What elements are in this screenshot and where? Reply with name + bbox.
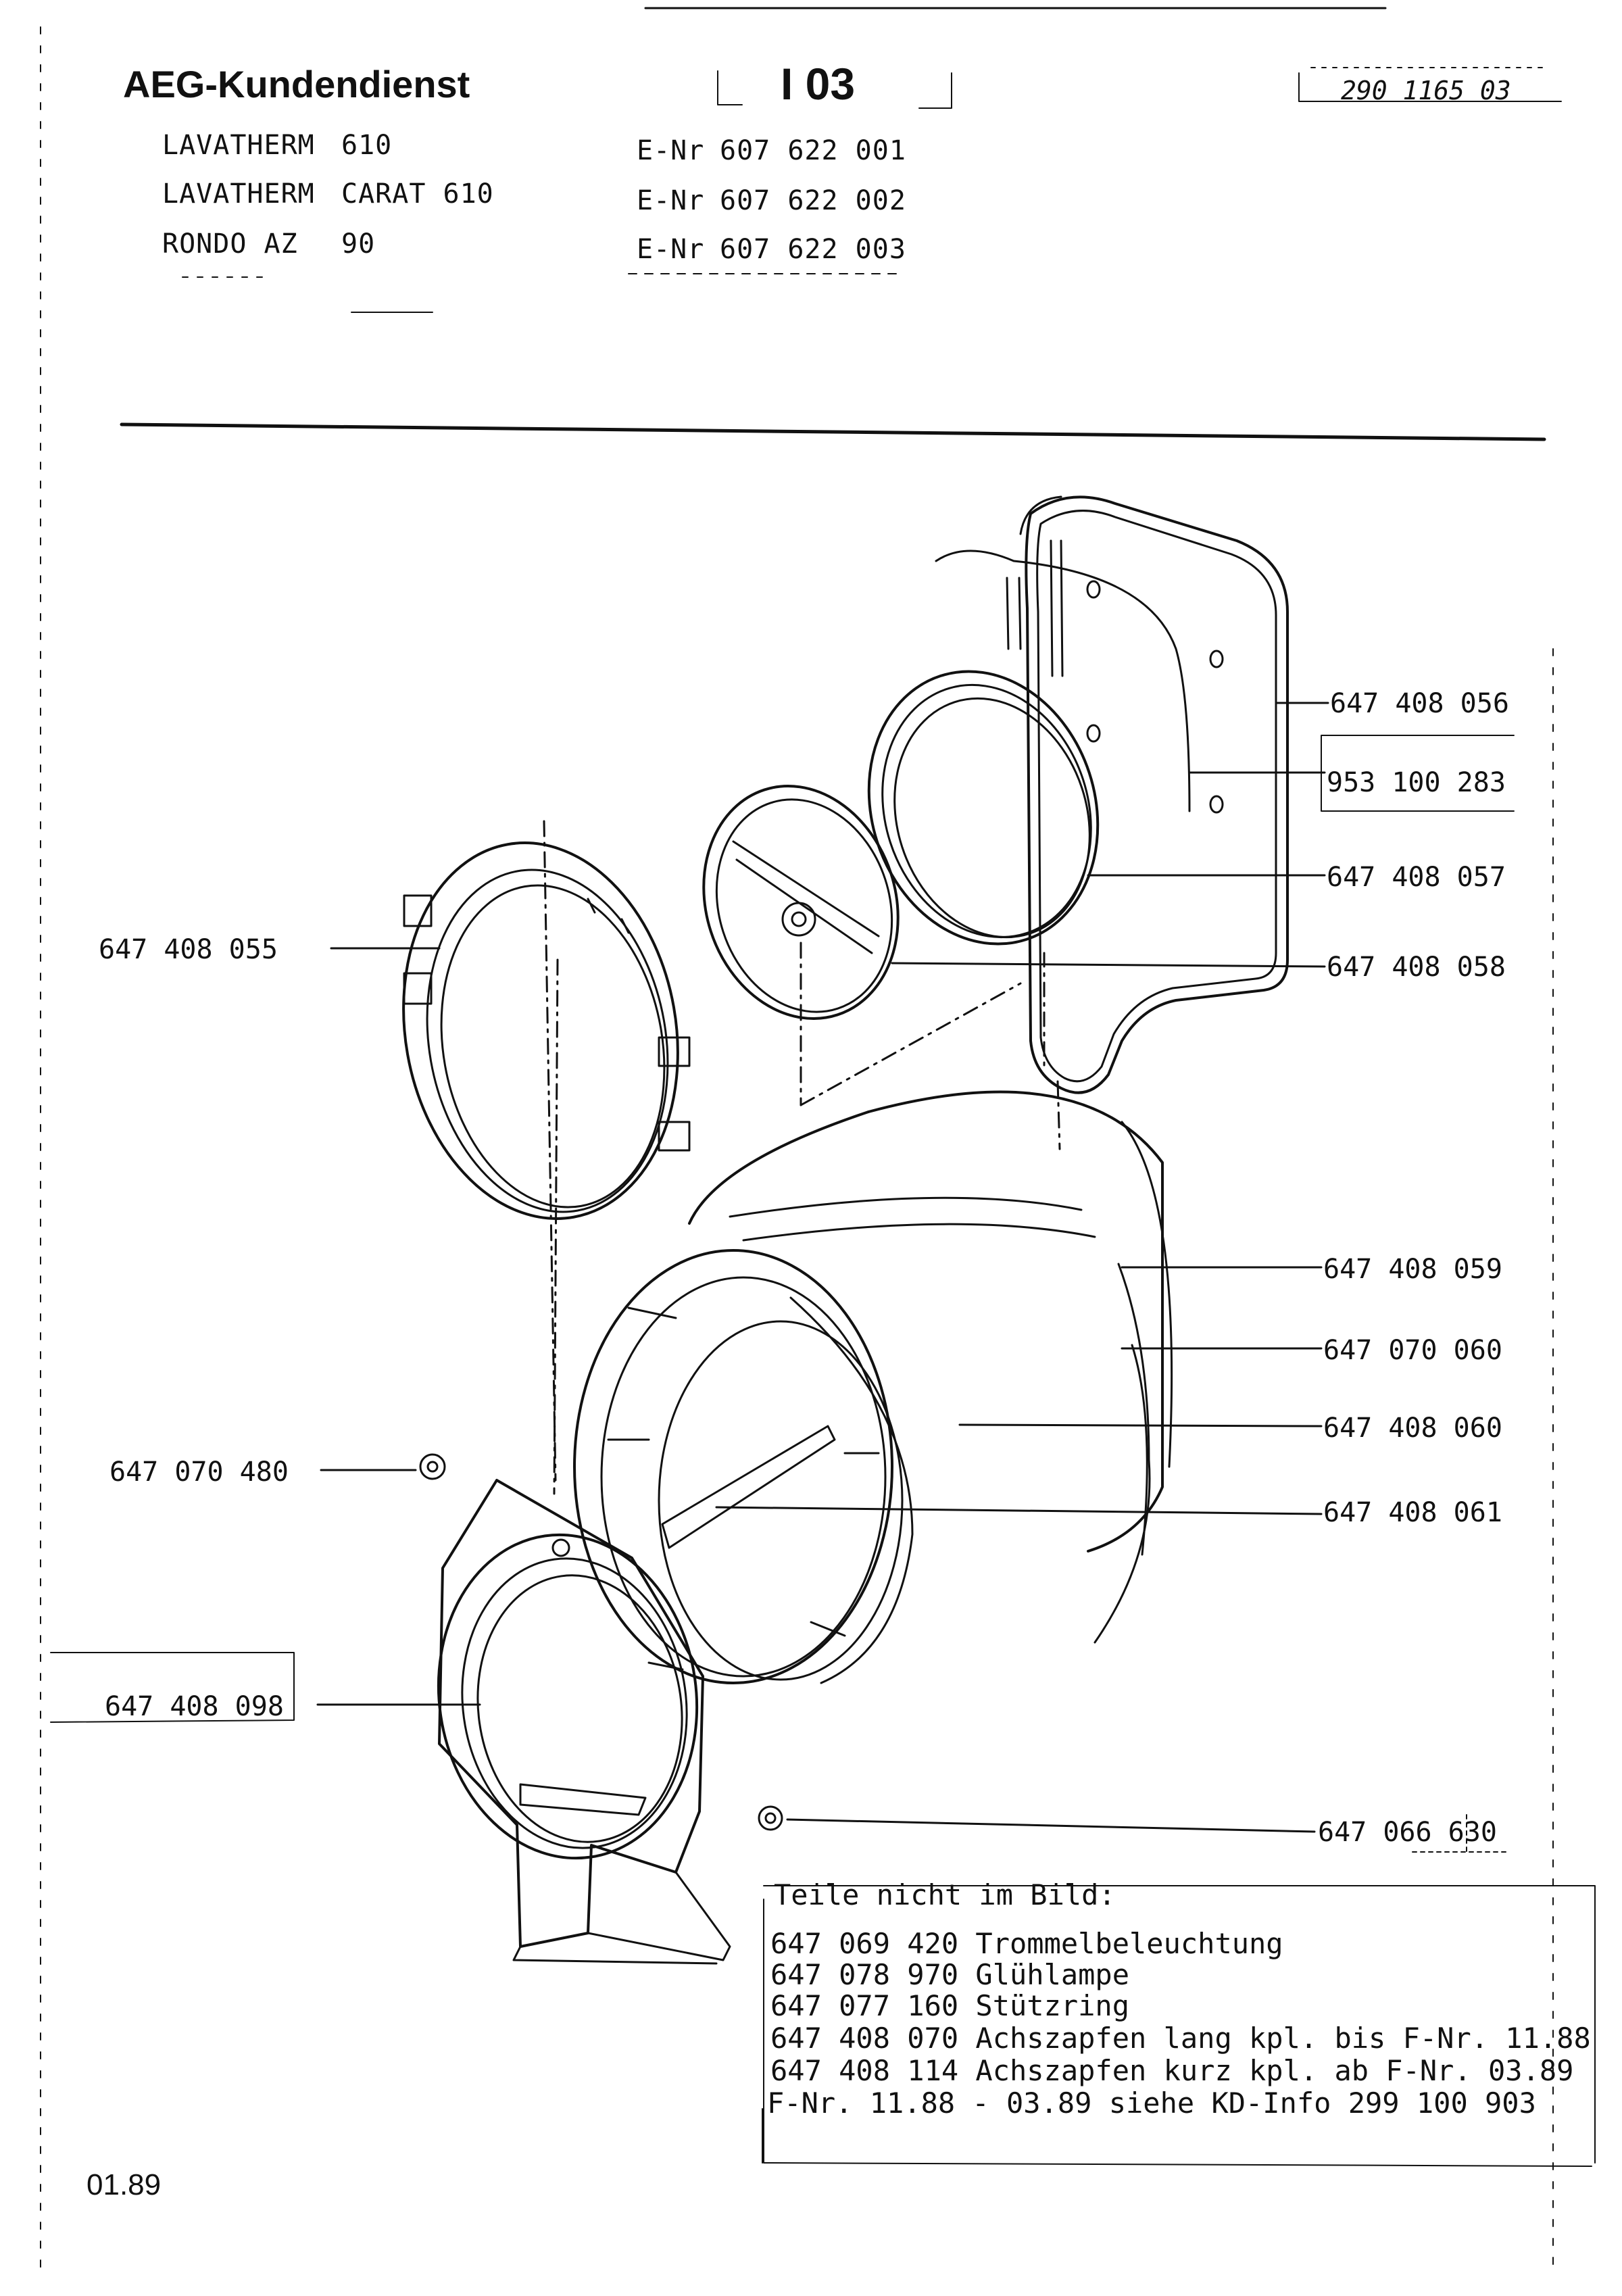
part-label-647-408-098: 647 408 098 (105, 1691, 284, 1722)
part-label-647-070-060: 647 070 060 (1323, 1335, 1502, 1366)
notes-line-2: 647 078 970 Glühlampe (770, 1958, 1130, 1991)
model-variant-2: CARAT 610 (341, 178, 494, 210)
notes-line-6: F-Nr. 11.88 - 03.89 siehe KD-Info 299 10… (767, 2086, 1536, 2120)
model-name-1: LAVATHERM (162, 130, 315, 161)
notes-line-3: 647 077 160 Stützring (770, 1989, 1130, 2022)
part-label-647-066-630: 647 066 630 (1318, 1817, 1497, 1848)
notes-line-1: 647 069 420 Trommelbeleuchtung (770, 1927, 1283, 1960)
part-label-647-070-480: 647 070 480 (109, 1457, 289, 1488)
model-variant-1: 610 (341, 130, 393, 161)
part-label-647-408-061: 647 408 061 (1323, 1497, 1502, 1528)
notes-line-4: 647 408 070 Achszapfen lang kpl. bis F-N… (770, 2022, 1591, 2055)
part-label-647-408-057: 647 408 057 (1327, 862, 1506, 893)
notes-title: Teile nicht im Bild: (774, 1878, 1116, 1911)
section-id: I 03 (781, 59, 856, 109)
enr-label-3: E-Nr (637, 234, 705, 265)
part-label-647-408-060: 647 408 060 (1323, 1413, 1502, 1444)
enr-number-2: 607 622 002 (720, 185, 906, 216)
notes-line-5: 647 408 114 Achszapfen kurz kpl. ab F-Nr… (770, 2054, 1574, 2087)
enr-label-2: E-Nr (637, 185, 705, 216)
document-number: 290 1165 03 (1341, 76, 1511, 105)
model-name-2: LAVATHERM (162, 178, 315, 210)
part-label-647-408-055: 647 408 055 (99, 934, 278, 965)
enr-number-1: 607 622 001 (720, 135, 906, 166)
part-label-953-100-283: 953 100 283 (1327, 767, 1506, 798)
enr-number-3: 607 622 003 (720, 234, 906, 265)
part-label-647-408-059: 647 408 059 (1323, 1254, 1502, 1285)
enr-label-1: E-Nr (637, 135, 705, 166)
part-label-647-408-058: 647 408 058 (1327, 952, 1506, 983)
model-variant-3: 90 (341, 228, 376, 260)
brand-title: AEG-Kundendienst (123, 63, 470, 105)
model-name-3: RONDO AZ (162, 228, 298, 260)
part-label-647-408-056: 647 408 056 (1330, 688, 1509, 719)
revision-date: 01.89 (87, 2168, 162, 2201)
